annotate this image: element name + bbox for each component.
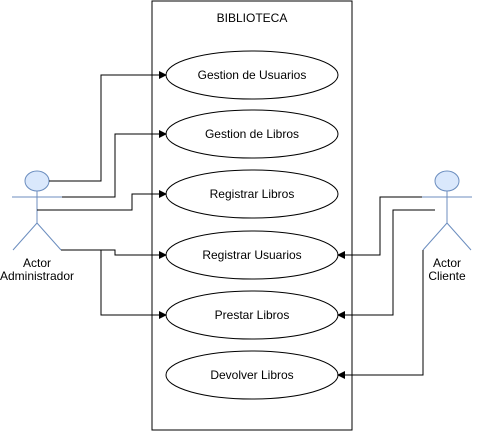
connector-admin-gestion-libros xyxy=(62,130,167,198)
use-case-label: Gestion de Usuarios xyxy=(198,68,307,82)
use-case-devolver-libros[interactable]: Devolver Libros xyxy=(165,350,339,400)
actor-administrador[interactable]: Actor Administrador xyxy=(0,170,74,283)
use-case-gestion-libros[interactable]: Gestion de Libros xyxy=(165,109,339,159)
connector-admin-prestar-libros xyxy=(61,249,167,319)
use-case-registrar-usuarios[interactable]: Registrar Usuarios xyxy=(165,230,339,280)
actor-admin-label-1: Actor xyxy=(23,256,51,270)
connector-client-prestar-libros xyxy=(337,209,435,319)
actor-head xyxy=(24,170,50,192)
use-case-registrar-libros[interactable]: Registrar Libros xyxy=(165,169,339,219)
connector-admin-registrar-usuarios xyxy=(61,249,167,259)
connector-client-registrar-usuarios xyxy=(337,196,422,259)
use-case-label: Gestion de Libros xyxy=(205,127,299,141)
connector-admin-registrar-libros xyxy=(37,190,167,211)
actor-client-label-2: Cliente xyxy=(428,269,466,283)
actor-client-label-1: Actor xyxy=(433,256,461,270)
use-case-label: Registrar Libros xyxy=(210,187,295,201)
use-case-prestar-libros[interactable]: Prestar Libros xyxy=(165,290,339,340)
use-case-gestion-usuarios[interactable]: Gestion de Usuarios xyxy=(165,50,339,100)
system-title: BIBLIOTECA xyxy=(217,11,288,25)
use-case-label: Prestar Libros xyxy=(215,308,290,322)
connector-client-devolver-libros xyxy=(337,250,424,379)
actor-cliente[interactable]: Actor Cliente xyxy=(422,170,472,283)
use-case-label: Registrar Usuarios xyxy=(202,248,301,262)
connector-admin-gestion-usuarios xyxy=(49,71,167,182)
actor-admin-label-2: Administrador xyxy=(0,269,74,283)
use-case-label: Devolver Libros xyxy=(210,368,293,382)
actor-head xyxy=(434,170,460,192)
